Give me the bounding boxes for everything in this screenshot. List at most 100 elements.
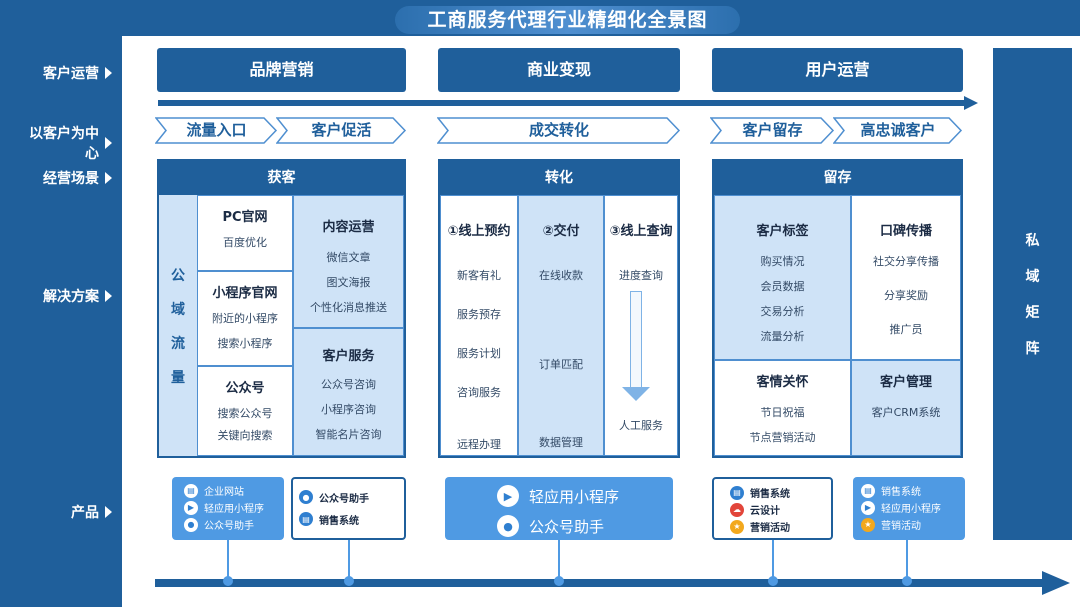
cell-item: 数据管理	[539, 436, 583, 449]
vertical-char: 流	[171, 335, 185, 352]
timeline-dot	[344, 576, 354, 586]
chevron-deal-conversion: 成交转化	[437, 117, 681, 144]
pointer-triangle-icon	[105, 290, 112, 302]
product-item: ●公众号助手	[299, 486, 404, 508]
label-customer-centric: 以客户为中心	[20, 123, 112, 163]
cell-item: 搜索公众号	[217, 407, 273, 420]
sales-system-icon: ▤	[861, 483, 875, 498]
cell-mini-program-site: 小程序官网 附近的小程序 搜索小程序	[197, 271, 293, 366]
col-online-booking: ①线上预约 新客有礼 服务预存 服务计划 咨询服务 远程办理	[440, 195, 518, 456]
wechat-assistant-icon: ●	[299, 490, 313, 504]
product-item: ▤ 企业网站	[184, 482, 284, 499]
cell-item: 进度查询	[619, 269, 663, 282]
mini-program-icon: ▶	[497, 485, 519, 507]
cell-word-of-mouth: 口碑传播 社交分享传播 分享奖励 推广员	[851, 195, 961, 360]
label-solution-text: 解决方案	[43, 289, 99, 305]
col-delivery: ②交付 在线收款 订单匹配 数据管理	[518, 195, 604, 456]
col-online-query: ③线上查询 进度查询 人工服务	[604, 195, 678, 456]
cell-item: 远程办理	[457, 438, 501, 451]
product-box-4: ▤销售系统 ☁云设计 ★营销活动	[712, 477, 833, 540]
chevron-shape	[276, 117, 407, 144]
product-label: 销售系统	[750, 489, 790, 500]
cell-item: 社交分享传播	[873, 255, 939, 268]
cell-item: 图文海报	[326, 276, 371, 289]
cell-title: 口碑传播	[879, 224, 932, 239]
down-arrow-icon	[605, 291, 677, 415]
product-box-1: ▤ 企业网站 ▶轻应用小程序 ●公众号助手	[172, 477, 284, 540]
label-product: 产品	[20, 502, 112, 522]
cell-item: 在线收款	[539, 269, 583, 282]
public-traffic-label: 公 域 流 量	[159, 195, 197, 456]
product-item: ●公众号助手	[184, 516, 284, 533]
chevron-customer-activation-label: 客户促活	[311, 121, 372, 139]
cell-pc-site: PC官网 百度优化	[197, 195, 293, 271]
cell-item: 会员数据	[760, 280, 805, 293]
cell-title: 小程序官网	[212, 286, 278, 301]
down-arrow-shaft	[630, 291, 642, 387]
product-label: 营销活动	[881, 521, 921, 532]
product-item: ▶轻应用小程序	[861, 499, 965, 516]
wechat-assistant-icon: ●	[497, 515, 519, 537]
cell-customer-service: 客户服务 公众号咨询 小程序咨询 智能名片咨询	[293, 328, 404, 456]
panel-convert-header: 转化	[440, 161, 678, 195]
stage-brand-marketing: 品牌营销	[157, 48, 406, 92]
private-matrix-char: 私	[1025, 233, 1040, 249]
product-label: 轻应用小程序	[881, 504, 941, 515]
mini-program-icon: ▶	[184, 500, 198, 515]
cell-item: 人工服务	[619, 419, 663, 432]
wechat-assistant-icon: ●	[184, 517, 198, 532]
stage-user-operation: 用户运营	[712, 48, 963, 92]
website-icon: ▤	[184, 483, 198, 498]
product-label: 轻应用小程序	[529, 487, 620, 506]
cell-item: 附近的小程序	[212, 312, 278, 325]
label-product-text: 产品	[71, 505, 99, 521]
product-label: 营销活动	[750, 523, 790, 534]
product-label: 销售系统	[881, 487, 921, 498]
cell-item: 订单匹配	[539, 358, 583, 371]
cell-title: 客户标签	[756, 224, 809, 239]
cell-item: 服务预存	[457, 308, 501, 321]
private-matrix-char: 阵	[1025, 341, 1040, 357]
panel-convert: 转化 ①线上预约 新客有礼 服务预存 服务计划 咨询服务 远程办理 ②交付 在线…	[438, 159, 680, 458]
marketing-activity-icon: ★	[861, 517, 875, 532]
timeline-dot	[768, 576, 778, 586]
chevron-customer-activation: 客户促活	[276, 117, 407, 144]
page-title: 工商服务代理行业精细化全景图	[395, 6, 740, 34]
cell-item: 智能名片咨询	[315, 428, 382, 441]
chevron-shape	[710, 117, 835, 144]
product-item: ▤销售系统	[730, 484, 831, 501]
cell-title: 客户服务	[322, 349, 375, 364]
product-item: ▤ 销售系统	[861, 482, 965, 499]
label-customer-operation-text: 客户运营	[43, 66, 99, 82]
chevron-traffic-entry: 流量入口	[155, 117, 278, 144]
connector-line	[772, 540, 774, 579]
cell-item: 小程序咨询	[321, 403, 376, 416]
chevron-shape	[833, 117, 963, 144]
label-business-scene-text: 经营场景	[43, 171, 99, 187]
chevron-loyal-customer: 高忠诚客户	[833, 117, 963, 144]
chevron-loyal-customer-label: 高忠诚客户	[860, 121, 936, 139]
vertical-char: 公	[171, 267, 185, 284]
label-customer-centric-text: 以客户为中心	[29, 126, 99, 162]
sales-system-icon: ▤	[299, 512, 313, 526]
cell-item: 客户CRM系统	[871, 406, 941, 419]
product-item: ▶轻应用小程序	[184, 499, 284, 516]
cell-item: 分享奖励	[884, 289, 928, 302]
cell-item: 交易分析	[760, 305, 805, 318]
product-label: 企业网站	[204, 487, 244, 498]
cell-item: 新客有礼	[457, 269, 501, 282]
chevron-customer-retention-label: 客户留存	[742, 121, 803, 139]
cell-title: ③线上查询	[609, 224, 673, 239]
chevron-traffic-entry-label: 流量入口	[186, 121, 247, 139]
cell-customer-tags: 客户标签 购买情况 会员数据 交易分析 流量分析	[714, 195, 851, 360]
cell-title: 内容运营	[322, 220, 375, 235]
flow-arrow-line	[158, 100, 966, 106]
timeline-dot	[223, 576, 233, 586]
cell-item: 咨询服务	[457, 386, 501, 399]
stage-monetization: 商业变现	[438, 48, 680, 92]
connector-line	[348, 540, 350, 579]
vertical-char: 量	[171, 369, 185, 386]
cell-official-account: 公众号 搜索公众号 关键向搜索	[197, 366, 293, 456]
product-item: ●公众号助手	[497, 513, 673, 539]
cell-item: 节日祝福	[760, 406, 805, 419]
